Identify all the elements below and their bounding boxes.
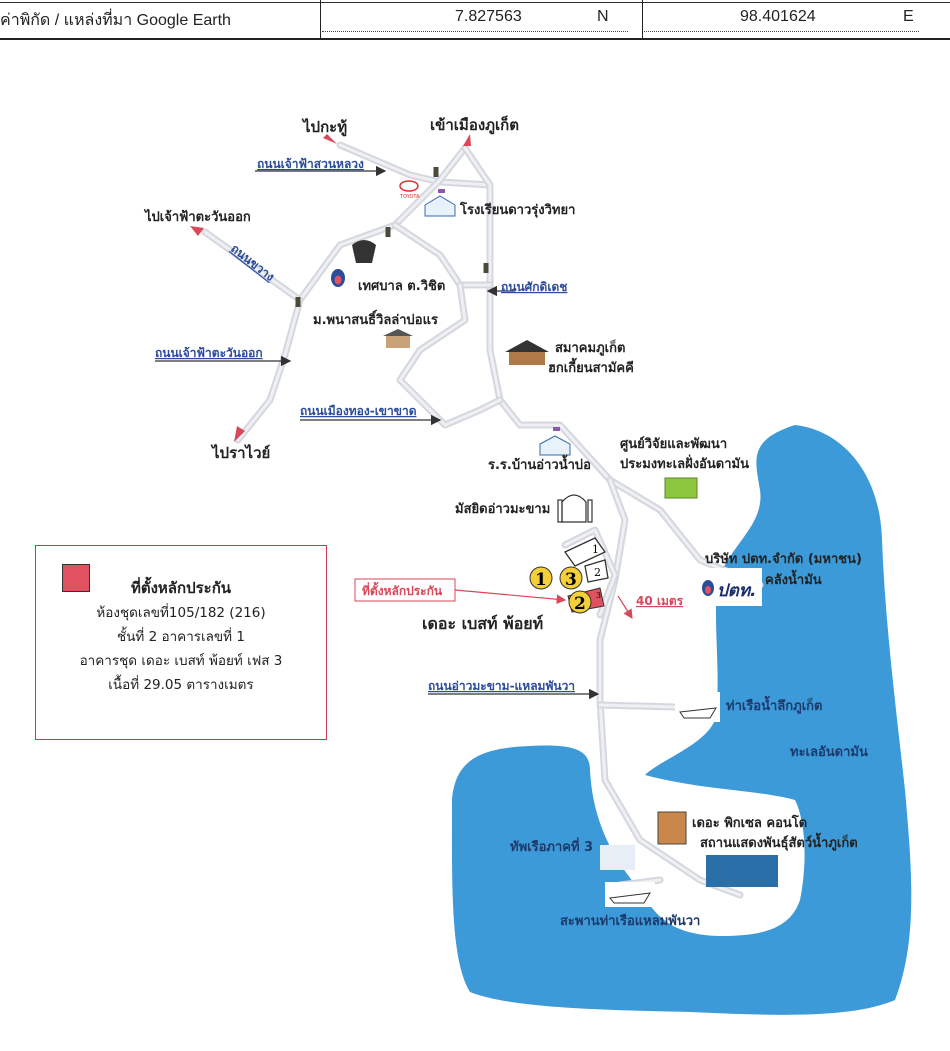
legend-title: ที่ตั้งหลักประกัน [130,579,232,597]
ptt-logo-text: ปตท. [717,581,757,601]
divider [320,0,321,38]
mosque-icon [557,494,593,523]
distance-label: 40 เมตร [636,594,684,608]
landmark-pixel-condo: เดอะ พิกเซล คอนโด [692,814,807,831]
road [338,143,492,187]
building-outlines [564,537,609,583]
latitude-direction: N [597,8,609,25]
landmark-wichit-municipality: เทศบาล ต.วิชิต [358,279,445,294]
divider [642,0,643,38]
road-label-arrows [155,165,600,700]
collateral-pointer-arrow [454,589,567,605]
traffic-light-icon [295,297,301,307]
destination-kathu: ไปกะทู้ [301,117,347,137]
association-building-icon [505,340,549,365]
sea-area [451,425,912,1015]
toyota-logo-icon: TOYOTA [399,180,420,200]
collateral-color-swatch [62,564,90,592]
longitude-direction: E [903,8,914,25]
road-label-muangthong-khaokhad: ถนนเมืองทอง-เขาขาด [300,404,417,418]
landmark-research-center-line2: ประมงทะเลฝั่งอันดามัน [620,454,749,472]
collateral-legend: ที่ตั้งหลักประกัน ห้องชุดเลขที่105/182 (… [35,545,327,740]
landmark-hokkien-assoc-line2: ฮกเกี้ยนสามัคคี [548,357,634,376]
longitude-value: 98.401624 [740,8,816,25]
phase-marker-3: 3 [565,570,577,590]
building-number: 3 [596,591,601,600]
landmark-villa-village: ม.พนาสนธิ์วิลล่าบ่อแร [313,309,438,328]
landmark-pier: สะพานท่าเรือแหลมพันวา [560,913,700,929]
condo-building-icon [657,811,687,845]
traffic-light-icon [433,167,439,177]
road [393,223,492,287]
legend-project: อาคารชุด เดอะ เบสท์ พ้อยท์ เฟส 3 [79,653,283,669]
school-icon [539,427,571,456]
ship-icon [609,892,651,904]
legend-floor: ชั้นที่ 2 อาคารเลขที่ 1 [117,629,245,645]
landmark-daorung-school: โรงเรียนดาวรุ่งวิทยา [459,201,575,218]
road [236,146,467,442]
divider [0,38,950,40]
destination-phuket-town: เข้าเมืองภูเก็ต [430,115,519,135]
landmark-best-point: เดอะ เบสท์ พ้อยท์ [422,614,543,633]
building-number: 1 [592,543,599,556]
road-label-aomakham-laemphanwa: ถนนอ่าวมะขาม-แหลมพันวา [428,679,575,693]
direction-arrows [190,134,471,442]
landmark-ban-ao-nambo-school: ร.ร.บ้านอ่าวน้ำบ่อ [488,454,591,473]
divider [0,2,950,3]
latitude-value: 7.827563 [455,8,522,25]
landmark-ptt-line2: คลังน้ำมัน [765,569,822,588]
road [463,146,762,587]
aquarium-image [706,855,778,887]
coordinate-header: ค่าพิกัด / แหล่งที่มา Google Earth 7.827… [0,0,950,44]
road [598,478,742,897]
landmark-ptt-line1: บริษัท ปตท.จำกัด (มหาชน) [705,551,862,567]
arrow-chaofa-east-icon [190,226,204,236]
factory-icon [664,477,698,499]
road [598,703,677,709]
landmark-navy: ทัพเรือภาคที่ 3 [510,837,593,855]
arrow-phuket-town-icon [463,134,471,146]
road [203,230,302,302]
building-number: 2 [594,566,601,579]
landmark-mosque: มัสยิดอ่าวมะขาม [455,502,550,517]
house-icon [383,329,413,348]
landmark-deep-sea-port: ท่าเรือน้ำลึกภูเก็ต [726,695,822,714]
arrow-rawai-icon [234,426,245,442]
road-label-khwang: ถนนขวาง [228,241,277,284]
toyota-logo-text: TOYOTA [399,194,420,200]
navy-ship-icon [600,845,635,870]
destination-rawai: ไปราไวย์ [210,443,270,462]
distance-arrow [617,595,633,620]
road-label-sakdidet: ถนนศักดิเดช [501,280,567,294]
traffic-light-icon [483,263,489,273]
legend-unit-number: ห้องชุดเลขที่105/182 (216) [96,605,266,621]
sea-label-andaman: ทะเลอันดามัน [790,745,868,760]
road-label-chaofa-tawanok: ถนนเจ้าฟ้าตะวันออก [155,346,263,360]
road-label-chaofa-suanluang: ถนนเจ้าฟ้าสวนหลวง [257,157,364,171]
collateral-tag: ที่ตั้งหลักประกัน [362,581,443,598]
ptt-flame-icon [331,269,345,287]
destination-chaofa-east: ไปเจ้าฟ้าตะวันออก [143,208,251,225]
coordinate-label: ค่าพิกัด / แหล่งที่มา Google Earth [0,12,231,29]
traffic-light-icon [385,227,391,237]
landmark-hokkien-assoc-line1: สมาคมภูเก็ต [555,338,625,356]
garuda-emblem-icon [352,240,376,263]
legend-area: เนื้อที่ 29.05 ตารางเมตร [108,677,254,693]
landmark-research-center-line1: ศูนย์วิจัยและพัฒนา [620,436,727,452]
phase-marker-2: 2 [574,594,586,614]
ptt-logo-icon: ปตท. [702,580,757,601]
ship-icon [679,707,717,719]
phase-marker-1: 1 [535,570,547,590]
divider [322,31,628,32]
school-icon [424,189,456,217]
arrow-kathu-icon [323,134,337,144]
phase-markers: 1 3 2 [529,566,592,614]
landmark-aquarium: สถานแสดงพันธุ์สัตว์น้ำภูเก็ต [700,832,858,851]
road [398,283,502,427]
divider [644,31,919,32]
